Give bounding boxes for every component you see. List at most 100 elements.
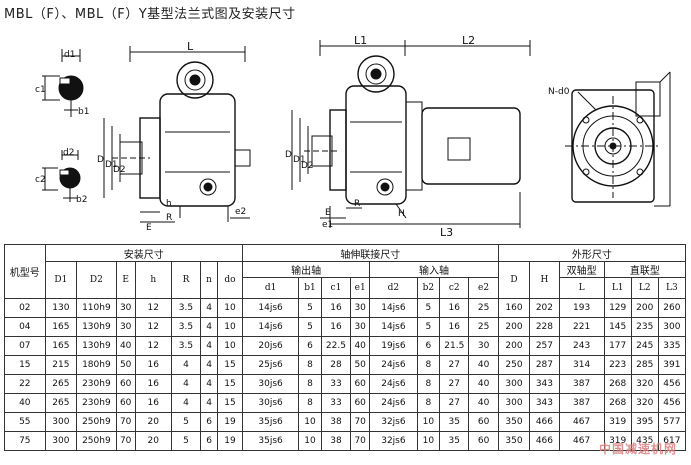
table-cell: 16	[134, 374, 172, 394]
end-view	[565, 71, 671, 207]
table-cell: 320	[630, 374, 659, 394]
table-cell: 5	[416, 298, 441, 318]
table-cell: 10	[298, 412, 322, 432]
label-d2: d2	[63, 148, 74, 158]
table-cell: 245	[630, 336, 659, 356]
label-D2-left: D2	[113, 165, 126, 175]
table-cell: 16	[320, 317, 352, 337]
dimension-table: 机型号 安装尺寸 轴伸联接尺寸 外形尺寸 D1 D2 E h R n do 输出…	[4, 244, 687, 451]
subgroup-input: 输入轴	[369, 261, 499, 278]
table-cell: 21.5	[439, 336, 470, 356]
table-cell: 8	[416, 393, 441, 413]
table-cell: 350	[497, 431, 531, 451]
table-cell: 35	[439, 431, 470, 451]
table-cell: 193	[558, 298, 605, 318]
table-cell: 130	[44, 298, 78, 318]
table-cell: 160	[497, 298, 531, 318]
table-cell: 14js6	[241, 317, 300, 337]
col-D2: D2	[76, 261, 117, 299]
label-L2: L2	[462, 34, 475, 47]
table-cell: 27	[439, 374, 470, 394]
table-cell: 4	[200, 393, 219, 413]
table-cell: 200	[497, 336, 531, 356]
table-cell: 391	[657, 355, 687, 375]
col-d2: d2	[369, 277, 418, 299]
table-cell: 130h9	[76, 317, 117, 337]
table-cell: 60	[468, 431, 499, 451]
label-D2-mid: D2	[301, 161, 314, 171]
table-cell: 30	[468, 336, 499, 356]
table-cell: 350	[497, 412, 531, 432]
table-cell: 38	[320, 431, 352, 451]
table-cell: 70	[350, 412, 371, 432]
table-cell: 257	[529, 336, 560, 356]
table-cell: 243	[558, 336, 605, 356]
table-cell: 35js6	[241, 431, 300, 451]
table-cell: 32js6	[369, 431, 418, 451]
model-cell: 07	[4, 336, 46, 356]
subgroup-double: 双轴型	[558, 261, 605, 278]
table-cell: 180h9	[76, 355, 117, 375]
table-cell: 35	[439, 412, 470, 432]
table-cell: 5	[170, 412, 202, 432]
col-L: L	[558, 277, 605, 299]
table-cell: 5	[298, 317, 322, 337]
table-cell: 314	[558, 355, 605, 375]
table-cell: 10	[217, 298, 243, 318]
label-D1-mid: D1	[293, 155, 306, 165]
page-title: MBL（F）、MBL（F）Y基型法兰式图及安装尺寸	[4, 7, 296, 22]
table-cell: 40	[468, 355, 499, 375]
table-cell: 343	[529, 374, 560, 394]
label-R-left: R	[166, 213, 172, 223]
table-cell: 15	[217, 393, 243, 413]
table-cell: 16	[320, 298, 352, 318]
col-h: h	[134, 261, 172, 299]
table-cell: 70	[115, 431, 136, 451]
table-cell: 200	[497, 317, 531, 337]
table-cell: 50	[115, 355, 136, 375]
table-cell: 33	[320, 374, 352, 394]
table-cell: 223	[603, 355, 632, 375]
shaft-section-d1	[42, 49, 84, 117]
table-cell: 200	[630, 298, 659, 318]
label-D1-left: D1	[105, 160, 118, 170]
table-cell: 38	[320, 412, 352, 432]
table-cell: 60	[468, 412, 499, 432]
col-b2: b2	[416, 277, 441, 299]
table-cell: 30	[115, 317, 136, 337]
table-cell: 50	[350, 355, 371, 375]
table-cell: 177	[603, 336, 632, 356]
table-cell: 27	[439, 393, 470, 413]
label-b1: b1	[78, 107, 89, 117]
table-cell: 14js6	[241, 298, 300, 318]
table-cell: 30js6	[241, 374, 300, 394]
label-e1: e1	[322, 220, 333, 230]
col-e2: e2	[468, 277, 499, 299]
table-cell: 8	[298, 393, 322, 413]
label-b2: b2	[76, 195, 87, 205]
table-cell: 10	[217, 336, 243, 356]
table-cell: 387	[558, 393, 605, 413]
side-view-direct	[291, 40, 531, 228]
table-cell: 230h9	[76, 374, 117, 394]
table-cell: 12	[134, 317, 172, 337]
table-cell: 5	[298, 298, 322, 318]
table-cell: 260	[657, 298, 687, 318]
table-cell: 10	[416, 431, 441, 451]
table-cell: 27	[439, 355, 470, 375]
table-cell: 8	[298, 374, 322, 394]
table-cell: 466	[529, 431, 560, 451]
col-L3: L3	[657, 277, 687, 299]
table-cell: 40	[350, 336, 371, 356]
subgroup-direct: 直联型	[603, 261, 687, 278]
table-cell: 8	[298, 355, 322, 375]
model-cell: 02	[4, 298, 46, 318]
table-cell: 343	[529, 393, 560, 413]
model-cell: 22	[4, 374, 46, 394]
group-shaft: 轴伸联接尺寸	[241, 244, 499, 262]
table-cell: 24js6	[369, 355, 418, 375]
model-cell: 55	[4, 412, 46, 432]
table-cell: 300	[657, 317, 687, 337]
table-cell: 215	[44, 355, 78, 375]
